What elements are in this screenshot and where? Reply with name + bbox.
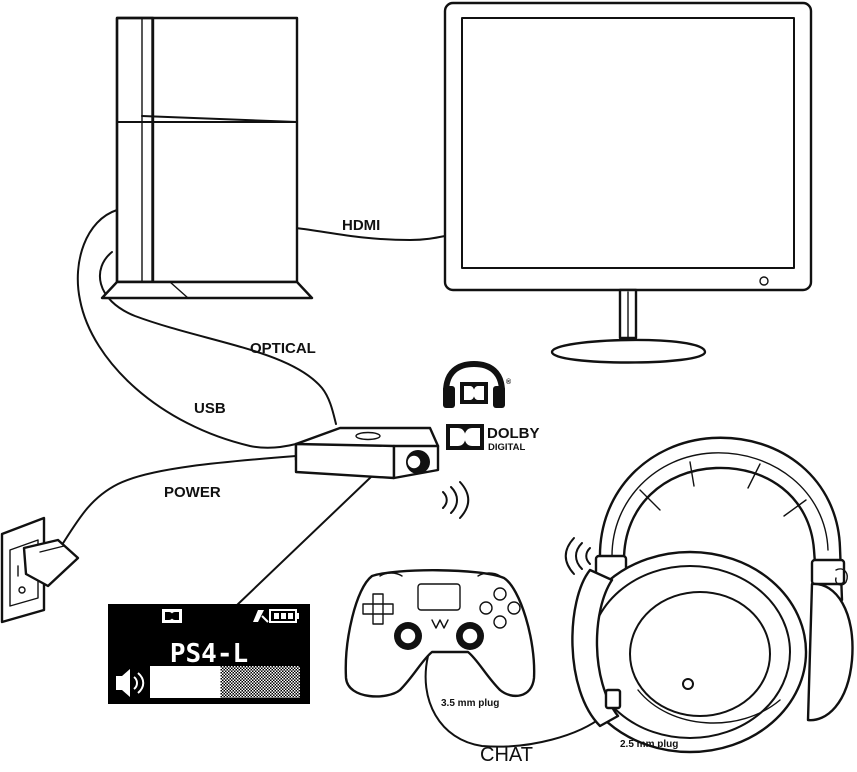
wireless-headset bbox=[571, 436, 854, 754]
cables bbox=[59, 209, 618, 748]
wireless-signal-icon bbox=[442, 481, 470, 519]
battery-icon bbox=[269, 609, 299, 623]
speaker-grille-icon bbox=[431, 619, 449, 629]
display-source-text: PS4-L bbox=[170, 639, 248, 669]
mic-button-icon bbox=[682, 678, 694, 690]
wall-outlet bbox=[0, 516, 46, 624]
optical-cable bbox=[98, 251, 337, 425]
usb-cable bbox=[76, 209, 297, 449]
charging-icon bbox=[253, 610, 269, 623]
hdmi-label: HDMI bbox=[342, 217, 380, 234]
dolby-word: DOLBY bbox=[487, 425, 540, 442]
power-label: POWER bbox=[164, 484, 221, 501]
chat-port-icon bbox=[604, 688, 622, 710]
ps4-console bbox=[100, 16, 314, 300]
power-button-icon bbox=[759, 276, 769, 286]
ps4-controller bbox=[344, 569, 536, 698]
face-buttons-icon bbox=[479, 587, 521, 629]
power-plug bbox=[22, 538, 80, 588]
display-dolby-icon bbox=[162, 609, 182, 623]
dolby-headphone-icon: ® bbox=[443, 360, 512, 408]
transmitter-button-icon bbox=[355, 431, 381, 441]
oled-display: PS4-L bbox=[108, 604, 310, 704]
svg-text:®: ® bbox=[506, 378, 512, 386]
power-cable bbox=[59, 455, 297, 549]
dolby-digital-logo: DOLBY DIGITAL bbox=[446, 424, 540, 453]
speaker-icon bbox=[116, 669, 145, 697]
brand-skull-icon bbox=[834, 568, 848, 586]
labels: HDMI OPTICAL USB POWER 3.5 mm plug 2.5 m… bbox=[164, 217, 678, 766]
transmitter-base bbox=[294, 426, 440, 480]
dolby-sub: DIGITAL bbox=[488, 442, 525, 453]
usb-label: USB bbox=[194, 400, 226, 417]
plug-35-label: 3.5 mm plug bbox=[441, 698, 499, 709]
volume-bar-fill bbox=[150, 666, 221, 698]
plug-25-label: 2.5 mm plug bbox=[620, 739, 678, 750]
headset-signal-icon bbox=[564, 537, 591, 575]
monitor bbox=[443, 1, 813, 364]
optical-label: OPTICAL bbox=[250, 340, 316, 357]
dpad-icon bbox=[362, 593, 394, 625]
display-pointer-line bbox=[235, 475, 373, 607]
hdmi-cable bbox=[295, 227, 446, 241]
chat-label: CHAT bbox=[480, 744, 533, 766]
